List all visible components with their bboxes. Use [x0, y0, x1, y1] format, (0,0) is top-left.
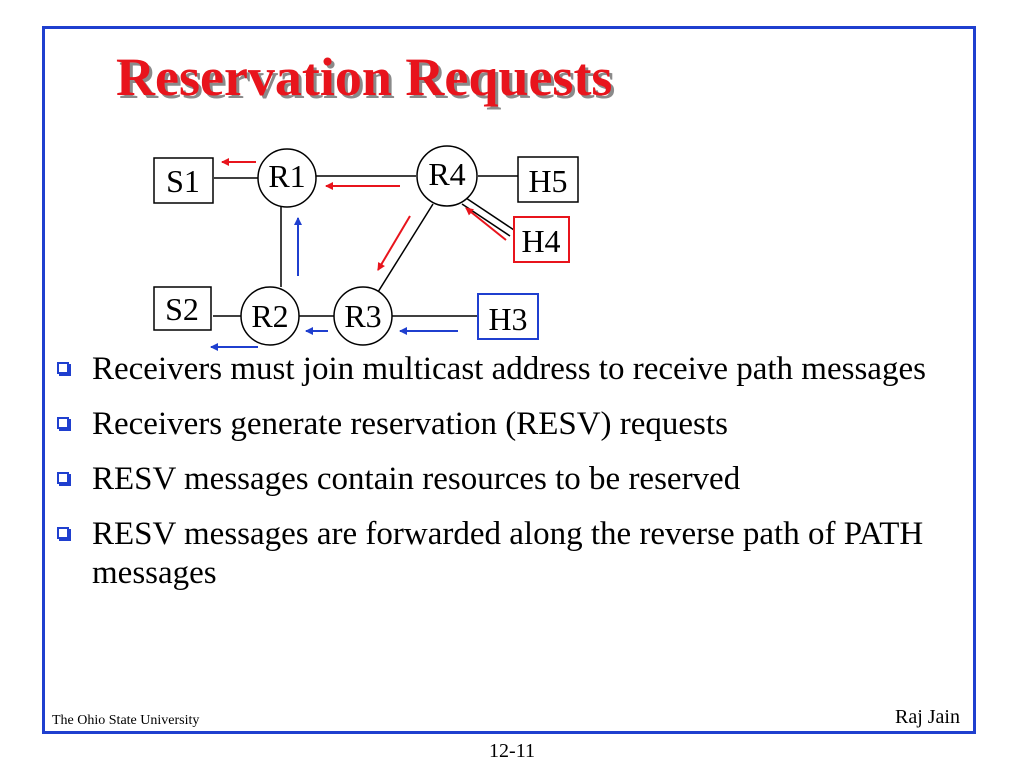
- label-r1: R1: [268, 158, 305, 194]
- router-r3: [333, 286, 393, 346]
- footer-author: Raj Jain: [895, 706, 960, 728]
- bullet-text: RESV messages contain resources to be re…: [92, 461, 741, 497]
- slide-title: Reservation Requests: [116, 47, 613, 107]
- label-h3: H3: [488, 301, 527, 337]
- footer-institution: The Ohio State University: [52, 713, 200, 728]
- square-bullet-icon: [57, 472, 69, 484]
- router-r2: [240, 286, 300, 346]
- box-h3: [477, 293, 539, 340]
- resv-arrow-h4-to-r4: [465, 207, 507, 241]
- bullet-item: Receivers generate reservation (RESV) re…: [52, 405, 952, 444]
- bullet-text: Receivers generate reservation (RESV) re…: [92, 406, 728, 442]
- slide-frame: [42, 26, 976, 734]
- bullet-item: RESV messages are forwarded along the re…: [52, 515, 952, 593]
- label-s2: S2: [165, 291, 199, 327]
- label-h5: H5: [528, 163, 567, 199]
- box-s2: [153, 286, 212, 331]
- label-s1: S1: [166, 163, 200, 199]
- resv-arrow-r4-to-r3: [377, 215, 411, 271]
- bullet-list: Receivers must join multicast address to…: [52, 350, 952, 609]
- router-r4: [416, 145, 478, 207]
- label-h4: H4: [521, 223, 560, 259]
- label-r2: R2: [251, 298, 288, 334]
- box-s1: [153, 157, 214, 204]
- label-r3: R3: [344, 298, 381, 334]
- page-number: 12-11: [489, 740, 535, 762]
- link-r4-h4-double: [461, 203, 511, 237]
- square-bullet-icon: [57, 527, 69, 539]
- box-h4: [513, 216, 570, 263]
- box-h5: [517, 156, 579, 203]
- bullet-item: RESV messages contain resources to be re…: [52, 460, 952, 499]
- bullet-item: Receivers must join multicast address to…: [52, 350, 952, 389]
- square-bullet-icon: [57, 417, 69, 429]
- link-r4-h4: [465, 197, 515, 231]
- router-r1: [257, 148, 317, 208]
- square-bullet-icon: [57, 362, 69, 374]
- bullet-text: Receivers must join multicast address to…: [92, 351, 926, 387]
- bullet-text: RESV messages are forwarded along the re…: [92, 516, 924, 591]
- link-r4-r3: [377, 203, 434, 293]
- label-r4: R4: [428, 156, 465, 192]
